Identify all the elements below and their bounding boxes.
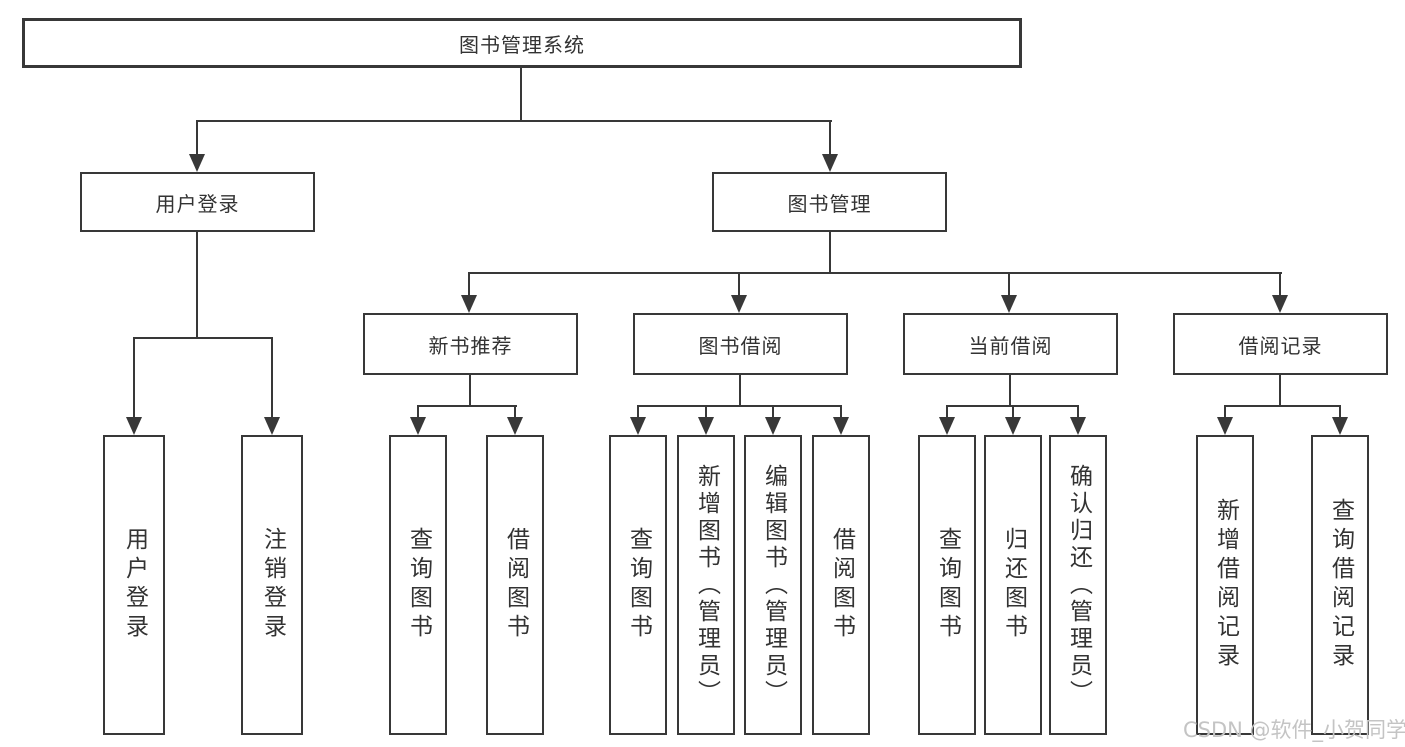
node-new-book-recommend-label: 新书推荐 bbox=[428, 333, 513, 358]
connector-group-bar bbox=[637, 405, 842, 408]
leaf-label: 查询图书 bbox=[405, 527, 432, 643]
connector-group-stem bbox=[1009, 375, 1012, 405]
leaf-confirm-return-admin: 确认归还（管理员） bbox=[1049, 435, 1107, 735]
csdn-watermark: CSDN @软件_小贺同学 bbox=[1183, 718, 1405, 742]
arrow-down-icon bbox=[731, 295, 747, 313]
arrow-down-icon bbox=[698, 417, 714, 435]
leaf-label: 借阅图书 bbox=[502, 527, 529, 643]
connector-group-stem bbox=[739, 375, 742, 405]
connector-drop-group bbox=[468, 272, 471, 295]
arrow-down-icon bbox=[189, 154, 205, 172]
leaf-query-book-1: 查询图书 bbox=[389, 435, 447, 735]
node-book-management: 图书管理 bbox=[712, 172, 947, 232]
node-user-login: 用户登录 bbox=[80, 172, 315, 232]
connector-drop-book-mgmt bbox=[829, 120, 832, 154]
connector-drop-leaf bbox=[1339, 405, 1342, 417]
connector-drop-user-login bbox=[196, 120, 199, 154]
arrow-down-icon bbox=[264, 417, 280, 435]
connector-drop-leaf bbox=[133, 337, 136, 417]
leaf-label: 用户登录 bbox=[121, 527, 148, 643]
leaf-label: 新增图书（管理员） bbox=[693, 463, 720, 707]
connector-drop-leaf bbox=[946, 405, 949, 417]
leaf-label: 新增借阅记录 bbox=[1212, 498, 1239, 672]
connector-drop-leaf bbox=[840, 405, 843, 417]
arrow-down-icon bbox=[822, 154, 838, 172]
arrow-down-icon bbox=[1005, 417, 1021, 435]
connector-drop-leaf bbox=[1077, 405, 1080, 417]
leaf-label: 查询借阅记录 bbox=[1327, 498, 1354, 672]
node-root: 图书管理系统 bbox=[22, 18, 1022, 68]
node-root-label: 图书管理系统 bbox=[459, 32, 585, 57]
node-book-borrow: 图书借阅 bbox=[633, 313, 848, 375]
connector-drop-leaf bbox=[1012, 405, 1015, 417]
leaf-label: 确认归还（管理员） bbox=[1065, 463, 1092, 707]
connector-group-bar bbox=[417, 405, 517, 408]
connector-group-stem bbox=[1279, 375, 1282, 405]
connector-book-mgmt-bar bbox=[468, 272, 1282, 275]
connector-user-login-bar bbox=[133, 337, 273, 340]
leaf-return-book: 归还图书 bbox=[984, 435, 1042, 735]
connector-book-mgmt-stem bbox=[829, 232, 832, 272]
leaf-add-borrow-record: 新增借阅记录 bbox=[1196, 435, 1254, 735]
leaf-borrow-book-2: 借阅图书 bbox=[812, 435, 870, 735]
arrow-down-icon bbox=[1272, 295, 1288, 313]
connector-drop-group bbox=[1279, 272, 1282, 295]
connector-drop-leaf bbox=[417, 405, 420, 417]
node-new-book-recommend: 新书推荐 bbox=[363, 313, 578, 375]
leaf-label: 编辑图书（管理员） bbox=[760, 463, 787, 707]
leaf-label: 归还图书 bbox=[1000, 527, 1027, 643]
node-current-borrow: 当前借阅 bbox=[903, 313, 1118, 375]
arrow-down-icon bbox=[126, 417, 142, 435]
arrow-down-icon bbox=[1001, 295, 1017, 313]
connector-drop-leaf bbox=[1224, 405, 1227, 417]
leaf-logout: 注销登录 bbox=[241, 435, 303, 735]
arrow-down-icon bbox=[630, 417, 646, 435]
leaf-label: 注销登录 bbox=[259, 527, 286, 643]
connector-group-stem bbox=[469, 375, 472, 405]
node-book-management-label: 图书管理 bbox=[787, 191, 872, 216]
connector-drop-leaf bbox=[772, 405, 775, 417]
arrow-down-icon bbox=[410, 417, 426, 435]
arrow-down-icon bbox=[1217, 417, 1233, 435]
connector-group-bar bbox=[1224, 405, 1341, 408]
connector-drop-group bbox=[1008, 272, 1011, 295]
node-current-borrow-label: 当前借阅 bbox=[968, 333, 1053, 358]
leaf-edit-book-admin: 编辑图书（管理员） bbox=[744, 435, 802, 735]
node-user-login-label: 用户登录 bbox=[155, 191, 240, 216]
leaf-query-book-2: 查询图书 bbox=[609, 435, 667, 735]
arrow-down-icon bbox=[765, 417, 781, 435]
leaf-borrow-book-1: 借阅图书 bbox=[486, 435, 544, 735]
leaf-user-login: 用户登录 bbox=[103, 435, 165, 735]
arrow-down-icon bbox=[939, 417, 955, 435]
connector-drop-leaf bbox=[637, 405, 640, 417]
arrow-down-icon bbox=[1070, 417, 1086, 435]
leaf-query-book-3: 查询图书 bbox=[918, 435, 976, 735]
arrow-down-icon bbox=[461, 295, 477, 313]
arrow-down-icon bbox=[833, 417, 849, 435]
leaf-label: 查询图书 bbox=[625, 527, 652, 643]
leaf-label: 借阅图书 bbox=[828, 527, 855, 643]
connector-drop-leaf bbox=[705, 405, 708, 417]
arrow-down-icon bbox=[1332, 417, 1348, 435]
node-borrow-record: 借阅记录 bbox=[1173, 313, 1388, 375]
leaf-query-borrow-record: 查询借阅记录 bbox=[1311, 435, 1369, 735]
connector-drop-leaf bbox=[271, 337, 274, 417]
connector-root-stem bbox=[520, 68, 523, 120]
connector-drop-group bbox=[738, 272, 741, 295]
leaf-label: 查询图书 bbox=[934, 527, 961, 643]
connector-root-bar bbox=[196, 120, 832, 123]
node-borrow-record-label: 借阅记录 bbox=[1238, 333, 1323, 358]
leaf-add-book-admin: 新增图书（管理员） bbox=[677, 435, 735, 735]
arrow-down-icon bbox=[507, 417, 523, 435]
connector-drop-leaf bbox=[514, 405, 517, 417]
connector-user-login-stem bbox=[196, 232, 199, 337]
node-book-borrow-label: 图书借阅 bbox=[698, 333, 783, 358]
